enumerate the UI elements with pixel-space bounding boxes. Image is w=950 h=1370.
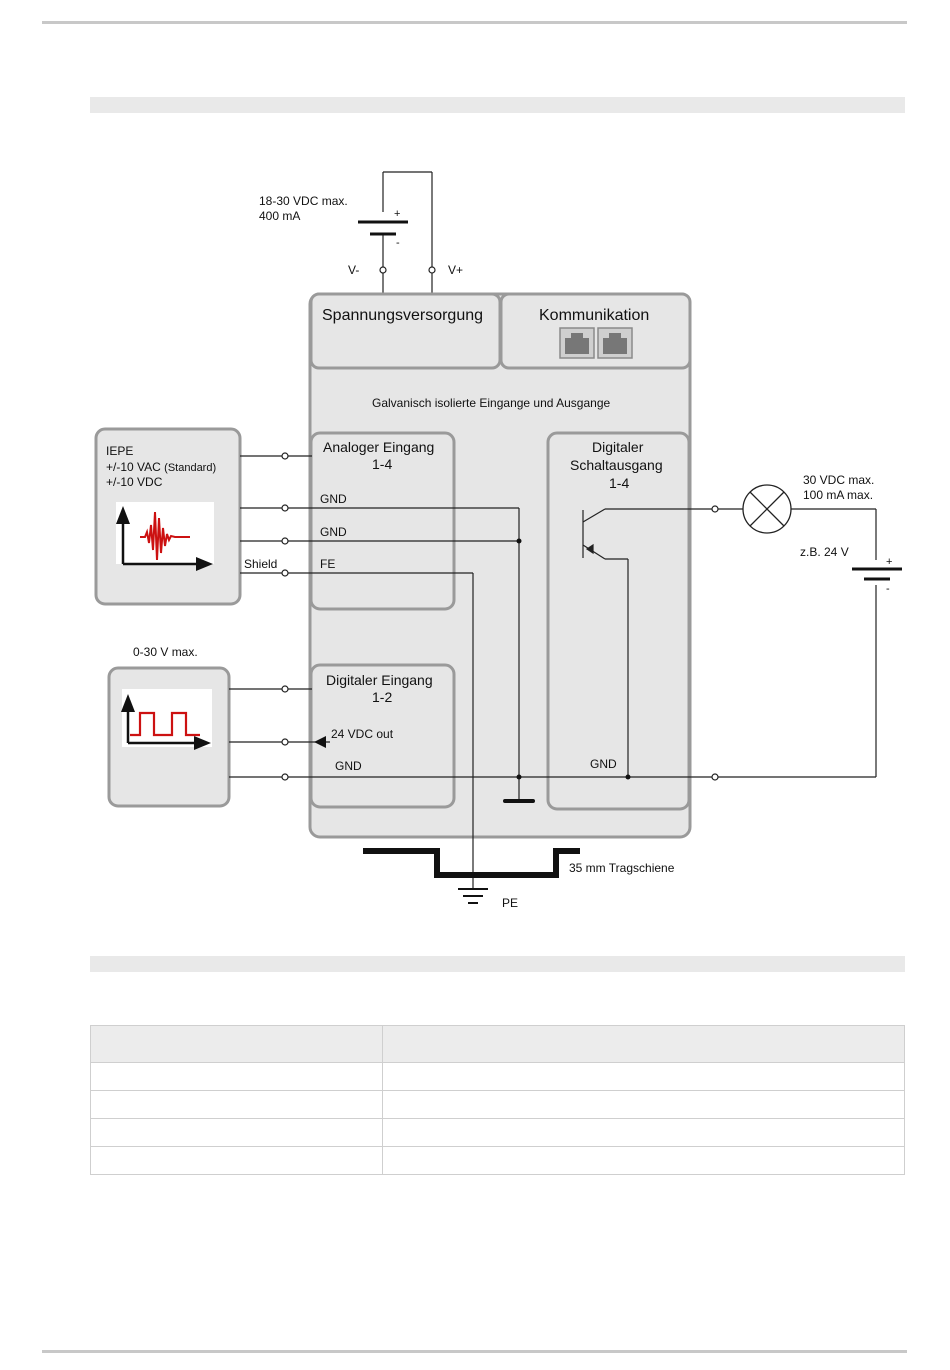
burst-signal-icon — [140, 511, 190, 561]
communication-title: Kommunikation — [539, 307, 649, 324]
load-example-voltage: z.B. 24 V — [800, 545, 849, 559]
table-cell — [90, 1146, 383, 1175]
supply-current: 400 mA — [259, 209, 300, 223]
digital-input-block — [309, 663, 456, 809]
junction-dots — [516, 538, 631, 780]
power-supply-title: Spannungsversorgung — [322, 307, 483, 324]
pe-label: PE — [502, 896, 518, 910]
table-header-cell — [382, 1025, 905, 1063]
din-rail-icon — [363, 848, 580, 878]
wiring-diagram: 18-30 VDC max. 400 mA + - V- V+ Spannung… — [94, 171, 902, 910]
supply-plus: + — [394, 208, 400, 220]
analog-input-range: 1-4 — [372, 456, 392, 472]
load-voltage: 30 VDC max. — [803, 473, 874, 487]
digital-output-title-2: Schaltausgang — [570, 457, 663, 473]
analog-gnd-label-1: GND — [320, 492, 347, 506]
pulse-axes-icon — [121, 694, 211, 750]
power-supply-block — [309, 292, 502, 370]
field-wiring — [229, 455, 877, 888]
section-band-bottom — [90, 956, 905, 972]
digital-output-title-1: Digitaler — [592, 439, 644, 455]
pe-ground-icon — [458, 888, 488, 904]
pulse-signal-icon — [130, 711, 200, 737]
table-header-row — [90, 1025, 905, 1063]
transistor-icon — [582, 508, 628, 560]
label-v-plus: V+ — [448, 263, 463, 277]
communication-block — [499, 292, 692, 370]
section-band-top — [90, 97, 905, 113]
arrow-24v-out-icon — [314, 736, 326, 748]
load-battery-icon — [852, 567, 902, 581]
analog-input-block — [309, 431, 456, 611]
top-rule — [42, 21, 907, 24]
table-cell — [382, 1146, 905, 1175]
terminal-v-plus — [428, 266, 436, 274]
lamp-icon — [742, 484, 792, 534]
supply-minus: - — [396, 237, 400, 249]
table-cell — [382, 1118, 905, 1147]
table-header-cell — [90, 1025, 383, 1063]
iepe-vac-standard: (Standard) — [164, 462, 216, 474]
supply-voltage: 18-30 VDC max. — [259, 194, 348, 208]
supply-wiring — [382, 171, 433, 296]
pulse-source-label: 0-30 V max. — [133, 645, 198, 659]
iepe-signal-panel — [116, 502, 214, 564]
digital-input-title: Digitaler Eingang — [326, 672, 433, 688]
digital-input-gnd-label: GND — [335, 759, 362, 773]
terminal-v-minus — [379, 266, 387, 274]
analog-input-title: Analoger Eingang — [323, 439, 434, 455]
iepe-axes-icon — [116, 506, 213, 571]
spec-table — [90, 1025, 905, 1175]
table-cell — [382, 1090, 905, 1119]
table-cell — [90, 1118, 383, 1147]
analog-fe-label: FE — [320, 557, 335, 571]
isolation-note: Galvanisch isolierte Eingange und Ausgan… — [372, 396, 610, 410]
iepe-vdc: +/-10 VDC — [106, 475, 163, 489]
label-v-minus: V- — [348, 263, 359, 277]
digital-output-range: 1-4 — [609, 475, 629, 491]
supply-battery-icon — [358, 220, 408, 236]
load-battery-plus: + — [886, 556, 892, 568]
table-cell — [90, 1062, 383, 1091]
table-cell — [90, 1090, 383, 1119]
iepe-shield-label: Shield — [244, 557, 277, 571]
analog-gnd-label-2: GND — [320, 525, 347, 539]
table-row — [90, 1118, 905, 1147]
iepe-vac: +/-10 VAC — [106, 460, 161, 474]
digital-input-24v-label: 24 VDC out — [331, 727, 394, 741]
table-row — [90, 1146, 905, 1175]
table-row — [90, 1062, 905, 1091]
digital-output-gnd-label: GND — [590, 757, 617, 771]
terminal-points — [281, 452, 719, 781]
iepe-vac-line: +/-10 VAC (Standard) — [106, 460, 216, 474]
iepe-label: IEPE — [106, 444, 133, 458]
table-row — [90, 1090, 905, 1119]
table-cell — [382, 1062, 905, 1091]
load-battery-minus: - — [886, 583, 890, 595]
ethernet-port-icon — [597, 327, 633, 359]
ethernet-port-icon — [559, 327, 595, 359]
load-current: 100 mA max. — [803, 488, 873, 502]
din-rail-label: 35 mm Tragschiene — [569, 861, 675, 875]
digital-input-range: 1-2 — [372, 689, 392, 705]
bottom-rule — [42, 1350, 907, 1353]
